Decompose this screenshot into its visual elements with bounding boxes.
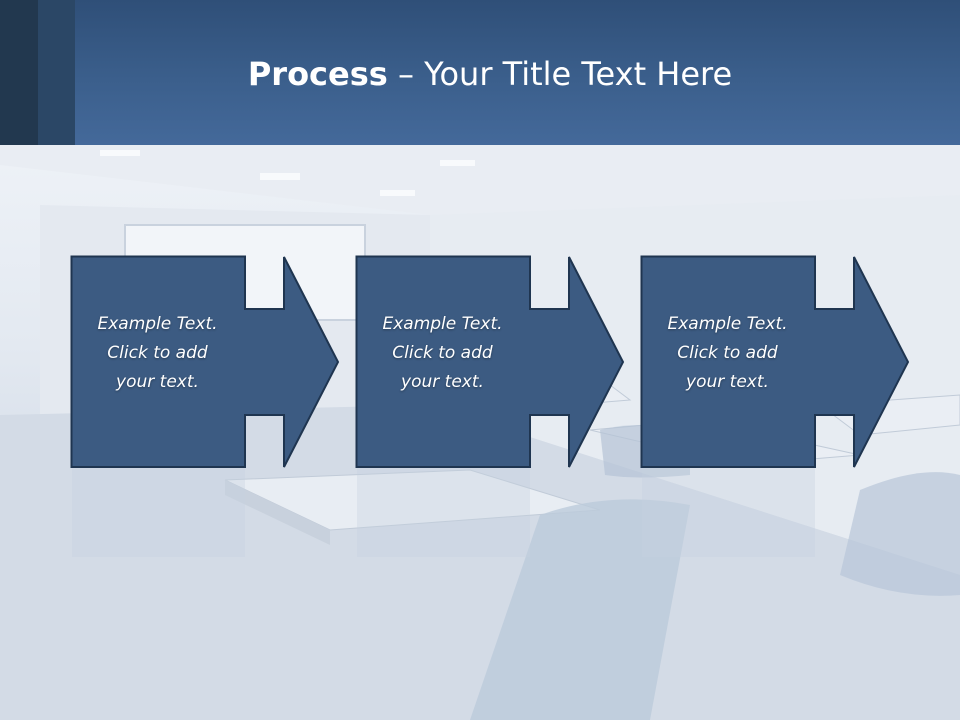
title-bar (0, 0, 960, 145)
slide-title-bold: Process (247, 55, 388, 93)
process-step-1-shape[interactable] (70, 255, 340, 470)
process-step-3-shape[interactable] (640, 255, 910, 470)
step-1-line-2: Click to add (107, 343, 208, 363)
step-2-line-2: Click to add (392, 343, 493, 363)
slide-title-rest: – Your Title Text Here (387, 55, 733, 93)
process-step-3-text[interactable]: Example Text. Click to add your text. (640, 310, 815, 397)
step-3-line-3: your text. (686, 372, 769, 392)
step-2-line-1: Example Text. (382, 314, 503, 334)
process-step-2-text[interactable]: Example Text. Click to add your text. (355, 310, 530, 397)
step-1-line-1: Example Text. (97, 314, 218, 334)
process-step-2-shape[interactable] (355, 255, 625, 470)
slide-title[interactable]: Process – Your Title Text Here (0, 52, 960, 96)
process-step-1-text[interactable]: Example Text. Click to add your text. (70, 310, 245, 397)
step-3-line-2: Click to add (677, 343, 778, 363)
step-2-line-3: your text. (401, 372, 484, 392)
step-3-line-1: Example Text. (667, 314, 788, 334)
title-bar-accent-2 (38, 0, 75, 145)
step-1-line-3: your text. (116, 372, 199, 392)
title-bar-accent (0, 0, 38, 145)
